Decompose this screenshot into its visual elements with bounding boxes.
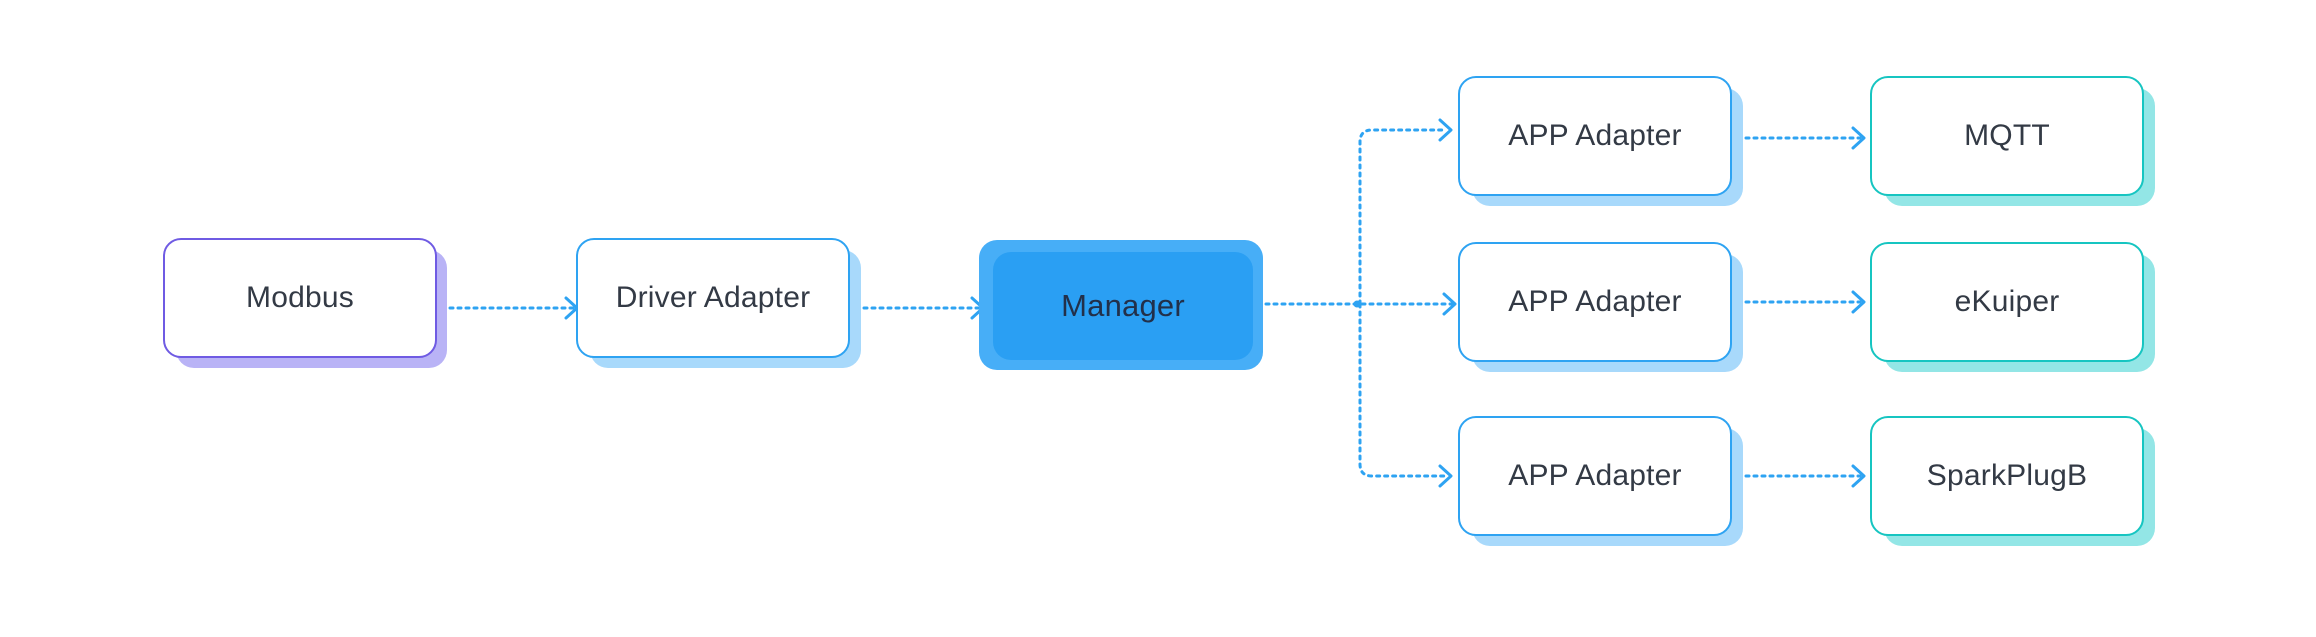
modbus-label: Modbus: [246, 281, 354, 314]
manager-label: Manager: [1061, 288, 1185, 323]
driver-adapter-node[interactable]: Driver Adapter: [576, 238, 850, 358]
mqtt-node[interactable]: MQTT: [1870, 76, 2144, 196]
arrowhead-app-middle: [1442, 292, 1457, 316]
app-adapter-3-label: APP Adapter: [1508, 459, 1682, 492]
app-adapter-1-label: APP Adapter: [1508, 119, 1682, 152]
app-adapter-2-node[interactable]: APP Adapter: [1458, 242, 1732, 362]
arrowhead-sparkplugb: [1851, 464, 1866, 488]
arrowhead-mqtt: [1851, 126, 1866, 150]
sparkplugb-label: SparkPlugB: [1926, 459, 2088, 492]
app-adapter-3-node[interactable]: APP Adapter: [1458, 416, 1732, 536]
ekuiper-node[interactable]: eKuiper: [1870, 242, 2144, 362]
branch-junction: [1353, 300, 1361, 308]
modbus-node[interactable]: Modbus: [163, 238, 437, 358]
arrowhead-app-top: [1438, 118, 1453, 142]
sparkplugb-node[interactable]: SparkPlugB: [1870, 416, 2144, 536]
app-adapter-2-label: APP Adapter: [1508, 285, 1682, 318]
manager-node[interactable]: Manager: [993, 252, 1253, 360]
arrowhead-app-bottom: [1438, 464, 1453, 488]
app-adapter-1-node[interactable]: APP Adapter: [1458, 76, 1732, 196]
driver-adapter-label: Driver Adapter: [615, 281, 811, 314]
connector-branch-top: [1358, 128, 1448, 306]
ekuiper-label: eKuiper: [1954, 285, 2060, 318]
arrowhead-ekuiper: [1851, 290, 1866, 314]
mqtt-label: MQTT: [1964, 119, 2050, 152]
connector-branch-bottom: [1358, 302, 1448, 478]
